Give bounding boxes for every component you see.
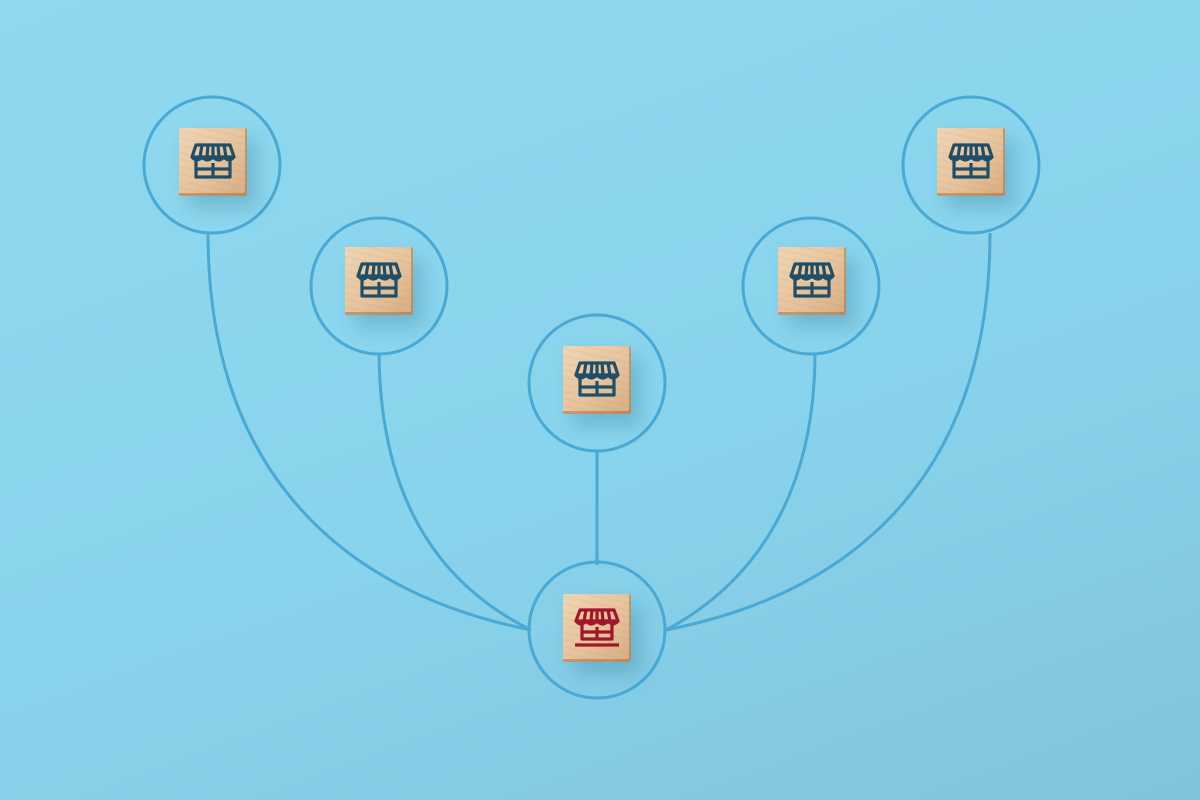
wooden-block-far-right <box>937 128 1005 196</box>
ring-hub <box>527 560 667 700</box>
ring-far-left <box>142 95 282 235</box>
storefront-icon <box>574 608 620 647</box>
link-far-right <box>665 232 992 632</box>
storefront-icon <box>356 262 402 298</box>
storefront-icon <box>190 143 236 179</box>
wooden-block-mid-left <box>345 247 413 315</box>
link-mid-left <box>377 352 532 632</box>
storefront-icon <box>948 143 994 179</box>
wooden-block-mid-right <box>778 247 846 315</box>
wooden-block-center <box>563 346 631 414</box>
ring-mid-left <box>309 216 449 356</box>
link-mid-right <box>665 352 817 632</box>
ring-center <box>527 313 667 453</box>
wooden-block-far-left <box>179 128 247 196</box>
ring-mid-right <box>741 216 881 356</box>
ring-far-right <box>901 95 1041 235</box>
wooden-block-hub <box>563 594 631 662</box>
storefront-icon <box>574 361 620 397</box>
link-far-left <box>206 232 532 632</box>
storefront-icon <box>789 262 835 298</box>
